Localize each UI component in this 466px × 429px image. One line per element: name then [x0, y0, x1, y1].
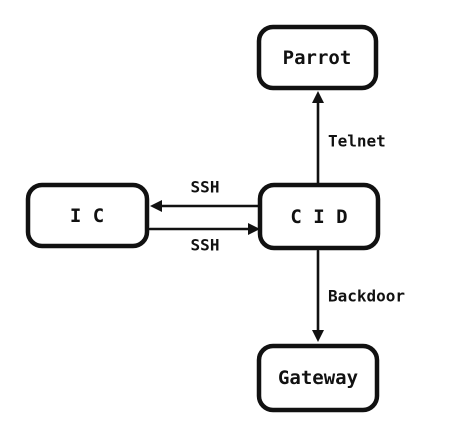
node-label-cid: C I D [290, 206, 347, 228]
arrow-head-ic [150, 200, 162, 212]
edge-label-ssh-bottom: SSH [191, 236, 220, 255]
node-box-ic [25, 182, 150, 249]
edge-ic-cid-ssh: SSH [148, 223, 260, 255]
node-gateway: Gateway [256, 343, 380, 413]
node-box-gateway [256, 343, 380, 413]
edge-label-ssh-top: SSH [191, 178, 220, 197]
edge-cid-parrot: Telnet [312, 91, 386, 185]
arrow-head-gateway [312, 330, 324, 342]
edge-label-backdoor: Backdoor [328, 287, 405, 306]
node-label-gateway: Gateway [278, 367, 358, 389]
arrow-head-parrot [312, 91, 324, 103]
edge-cid-ic-ssh: SSH [150, 178, 262, 212]
node-box-cid [257, 182, 381, 251]
node-parrot: Parrot [256, 24, 379, 91]
node-ic: I C [25, 182, 150, 249]
edge-label-telnet: Telnet [328, 132, 386, 151]
node-label-parrot: Parrot [283, 47, 352, 69]
node-box-parrot [256, 24, 379, 91]
node-cid: C I D [257, 182, 381, 251]
edge-cid-gateway: Backdoor [312, 249, 405, 342]
arrow-head-cid [248, 223, 260, 235]
node-label-ic: I C [70, 205, 104, 227]
